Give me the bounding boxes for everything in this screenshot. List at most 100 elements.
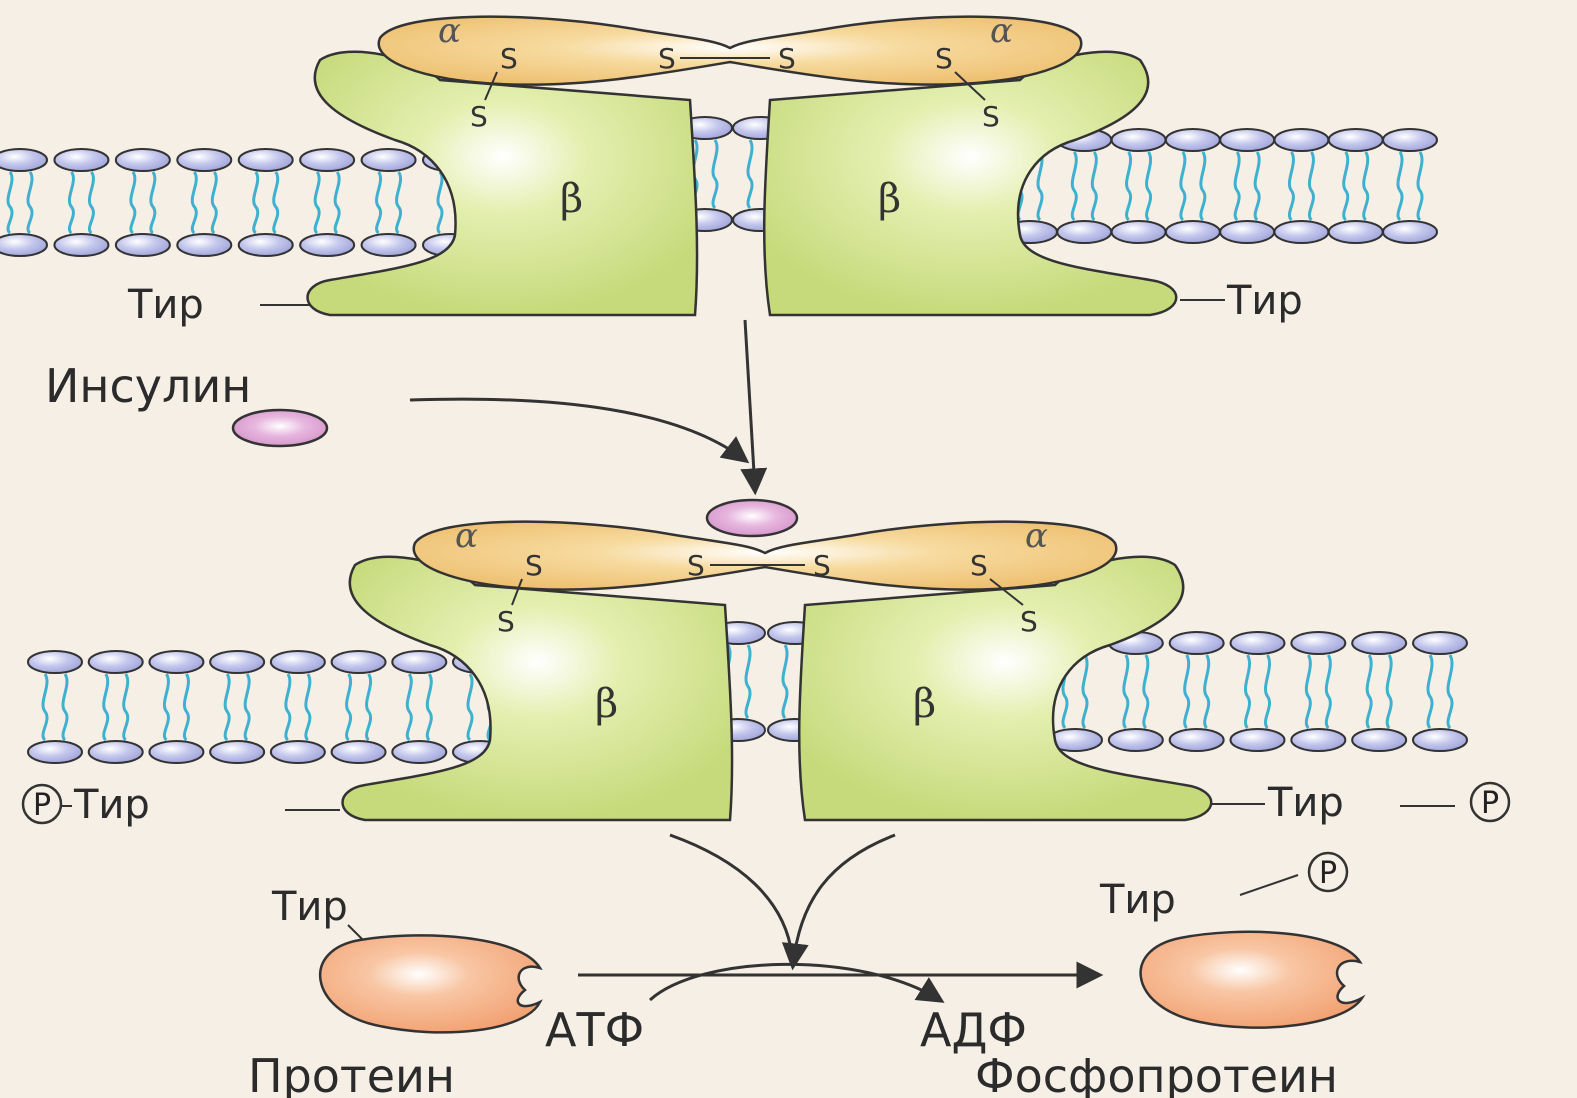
lipid-tail <box>1364 152 1368 220</box>
lipid-tail <box>1201 152 1205 220</box>
kinase-arrow-left <box>670 835 792 955</box>
lipid-tail <box>1367 655 1371 728</box>
lipid-head <box>177 149 231 171</box>
lipid-head <box>1112 129 1166 151</box>
svg-text:S: S <box>778 42 796 75</box>
lipid-tail <box>254 172 258 233</box>
lipid-head <box>271 741 325 763</box>
lipid-head <box>149 651 203 673</box>
lipid-tail <box>164 674 168 740</box>
lipid-tail <box>1185 655 1189 728</box>
activation-arrow <box>745 320 755 490</box>
phosphoprotein-label: Фосфопротеин <box>975 1049 1338 1098</box>
svg-text:P: P <box>1481 786 1499 821</box>
svg-text:S: S <box>470 100 488 133</box>
lipid-head <box>1220 129 1274 151</box>
lipid-tail <box>1083 655 1087 728</box>
lipid-head <box>1352 632 1406 654</box>
phospho-tyrosine-right: Тир P <box>1210 780 1509 826</box>
lipid-head <box>0 234 47 256</box>
lipid-tail <box>1205 655 1209 728</box>
protein-substrate: Тир Протеин <box>248 884 540 1098</box>
lipid-head <box>116 234 170 256</box>
lipid-tail <box>1265 655 1269 728</box>
lipid-head <box>1231 729 1285 751</box>
lipid-tail <box>1072 152 1076 220</box>
lipid-tail <box>713 140 717 208</box>
beta-label-left: β <box>560 176 583 222</box>
lipid-head <box>1109 729 1163 751</box>
lipid-tail <box>286 674 290 740</box>
lipid-tail <box>748 140 752 208</box>
lipid-tail <box>1428 655 1432 728</box>
lipid-tail <box>397 172 401 233</box>
insulin-arrow <box>410 399 745 460</box>
lipid-head <box>332 741 386 763</box>
lipid-tail <box>1448 655 1452 728</box>
lipid-head <box>271 651 325 673</box>
lipid-tail <box>1387 655 1391 728</box>
lipid-tail <box>1309 152 1313 220</box>
lipid-head <box>0 149 47 171</box>
lipid-tail <box>69 172 73 233</box>
lipid-head <box>1291 729 1345 751</box>
beta-subunit-left <box>308 52 698 315</box>
lipid-head <box>1291 632 1345 654</box>
lipid-head <box>1413 632 1467 654</box>
beta-label-left: β <box>595 681 618 727</box>
lipid-head <box>1170 632 1224 654</box>
lipid-head <box>1329 221 1383 243</box>
svg-text:Тир: Тир <box>271 884 348 930</box>
svg-text:Тир: Тир <box>127 282 204 328</box>
svg-text:Тир: Тир <box>73 782 150 828</box>
beta-subunit-right <box>799 557 1211 820</box>
lipid-tail <box>347 674 351 740</box>
beta-subunit-left <box>343 557 733 820</box>
lipid-tail <box>407 674 411 740</box>
lipid-head <box>116 149 170 171</box>
lipid-tail <box>746 645 750 718</box>
lipid-tail <box>63 674 67 740</box>
lipid-tail <box>274 172 278 233</box>
alpha-label-left: α <box>455 516 478 556</box>
insulin-label: Инсулин <box>45 359 251 413</box>
svg-text:S: S <box>687 549 705 582</box>
lipid-tail <box>28 172 32 233</box>
lipid-head <box>1383 129 1437 151</box>
lipid-tail <box>438 172 442 233</box>
lipid-head <box>1112 221 1166 243</box>
lipid-head <box>210 651 264 673</box>
lipid-tail <box>225 674 229 740</box>
lipid-head <box>239 149 293 171</box>
insulin-molecule <box>233 410 327 446</box>
lipid-tail <box>315 172 319 233</box>
svg-text:S: S <box>1020 605 1038 638</box>
lipid-head <box>1166 129 1220 151</box>
lipid-tail <box>104 674 108 740</box>
atp-label: АТФ <box>545 1003 644 1057</box>
lipid-tail <box>468 674 472 740</box>
bound-insulin-molecule <box>707 500 797 536</box>
lipid-head <box>89 741 143 763</box>
lipid-tail <box>8 172 12 233</box>
lipid-head <box>1170 729 1224 751</box>
membrane-right <box>1048 632 1467 751</box>
lipid-head <box>1220 221 1274 243</box>
lipid-tail <box>1245 655 1249 728</box>
svg-text:P: P <box>33 788 51 823</box>
lipid-head <box>28 651 82 673</box>
phosphorylation-reaction: Тир Протеин АТФ АДФ Тир P Фосфопротеин <box>248 835 1362 1098</box>
membrane-left <box>0 149 477 256</box>
svg-text:S: S <box>658 42 676 75</box>
lipid-tail <box>89 172 93 233</box>
lipid-head <box>362 149 416 171</box>
lipid-head <box>362 234 416 256</box>
svg-text:S: S <box>813 549 831 582</box>
lipid-tail <box>1289 152 1293 220</box>
lipid-tail <box>1235 152 1239 220</box>
lipid-head <box>89 651 143 673</box>
lipid-tail <box>43 674 47 740</box>
lipid-head <box>1274 129 1328 151</box>
lipid-tail <box>1255 152 1259 220</box>
